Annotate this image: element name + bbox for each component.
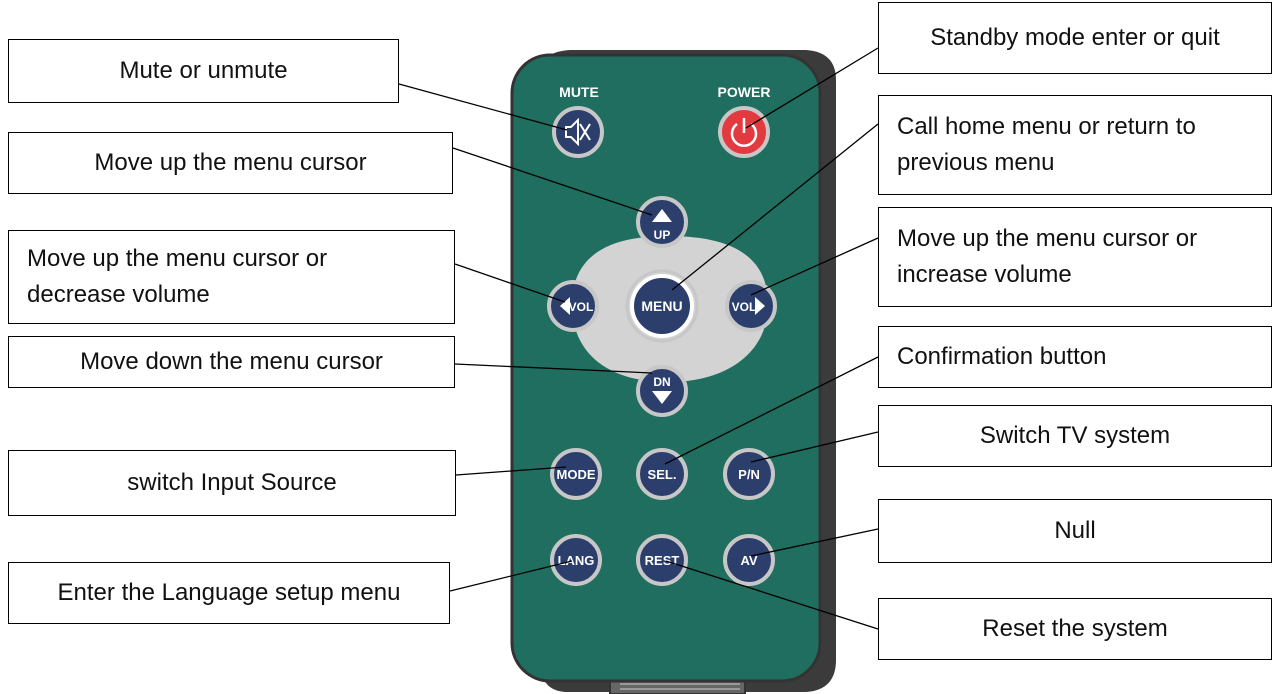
callout-tv-system-text: Switch TV system bbox=[979, 422, 1171, 449]
menu-button-label: MENU bbox=[641, 298, 682, 314]
vol-right-label: VOL bbox=[732, 300, 757, 314]
leader-reset bbox=[665, 560, 879, 630]
up-button-label: UP bbox=[654, 228, 671, 242]
callout-input-source-text: switch Input Source bbox=[127, 469, 337, 496]
mute-label: MUTE bbox=[559, 84, 599, 100]
callout-null: Null bbox=[878, 499, 1272, 563]
callout-vol-decrease: Move up the menu cursor or decrease volu… bbox=[8, 230, 455, 324]
leader-mute bbox=[398, 83, 568, 131]
menu-button[interactable]: MENU bbox=[625, 269, 699, 343]
callout-tv-system: Switch TV system bbox=[878, 405, 1272, 467]
callout-vol-increase-line1: Move up the menu cursor or bbox=[897, 225, 1198, 252]
arrow-left-icon bbox=[560, 297, 570, 315]
callout-language-text: Enter the Language setup menu bbox=[57, 579, 401, 606]
callout-reset: Reset the system bbox=[878, 598, 1272, 660]
callout-vol-increase-line2: increase volume bbox=[897, 261, 1072, 288]
callout-move-down-text: Move down the menu cursor bbox=[80, 348, 383, 375]
speaker-mute-icon bbox=[565, 117, 591, 147]
callout-null-text: Null bbox=[1054, 517, 1096, 544]
sel-button-label: SEL. bbox=[648, 467, 677, 482]
callout-move-up: Move up the menu cursor bbox=[8, 132, 453, 194]
callout-vol-decrease-line2: decrease volume bbox=[27, 281, 210, 308]
leader-null bbox=[750, 528, 879, 557]
rest-button[interactable]: REST bbox=[636, 534, 688, 586]
leader-vol-decrease bbox=[454, 263, 566, 303]
pn-button-label: P/N bbox=[738, 467, 760, 482]
vol-left-label: VOL bbox=[569, 300, 594, 314]
av-button-label: AV bbox=[740, 553, 757, 568]
leader-vol-increase bbox=[750, 237, 879, 296]
av-button[interactable]: AV bbox=[723, 534, 775, 586]
callout-move-up-text: Move up the menu cursor bbox=[94, 149, 367, 176]
leader-move-down bbox=[454, 363, 653, 374]
pn-button[interactable]: P/N bbox=[723, 448, 775, 500]
power-label: POWER bbox=[718, 84, 771, 100]
callout-standby-text: Standby mode enter or quit bbox=[930, 24, 1220, 51]
callout-mute: Mute or unmute bbox=[8, 39, 399, 103]
arrow-down-icon bbox=[652, 391, 672, 404]
leader-language bbox=[449, 560, 573, 592]
sel-button[interactable]: SEL. bbox=[636, 448, 688, 500]
callout-standby: Standby mode enter or quit bbox=[878, 2, 1272, 74]
dn-button[interactable]: DN bbox=[636, 365, 688, 417]
leader-move-up bbox=[452, 147, 653, 216]
leader-tv-system bbox=[750, 431, 879, 463]
mode-button-label: MODE bbox=[557, 467, 596, 482]
callout-vol-decrease-line1: Move up the menu cursor or bbox=[27, 245, 328, 272]
power-button[interactable] bbox=[718, 106, 770, 158]
callout-home-menu-line1: Call home menu or return to bbox=[897, 113, 1196, 140]
callout-confirm: Confirmation button bbox=[878, 326, 1272, 388]
arrow-up-icon bbox=[652, 209, 672, 222]
power-icon bbox=[730, 118, 758, 147]
vol-left-button[interactable]: VOL bbox=[547, 280, 599, 332]
callout-move-down: Move down the menu cursor bbox=[8, 336, 455, 388]
mode-button[interactable]: MODE bbox=[550, 448, 602, 500]
rest-button-label: REST bbox=[645, 553, 680, 568]
callout-confirm-text: Confirmation button bbox=[897, 343, 1107, 370]
leader-standby bbox=[745, 47, 879, 129]
callout-language: Enter the Language setup menu bbox=[8, 562, 450, 624]
vol-right-button[interactable]: VOL bbox=[725, 280, 777, 332]
leader-input-source bbox=[455, 466, 567, 476]
callout-home-menu-line2: previous menu bbox=[897, 149, 1055, 176]
callout-home-menu: Call home menu or return to previous men… bbox=[878, 95, 1272, 195]
leader-home-menu bbox=[671, 123, 879, 291]
up-button[interactable]: UP bbox=[636, 196, 688, 248]
leader-lines bbox=[398, 47, 879, 630]
callout-reset-text: Reset the system bbox=[982, 615, 1168, 642]
dn-button-label: DN bbox=[653, 375, 670, 389]
lang-button[interactable]: LANG bbox=[550, 534, 602, 586]
mute-button[interactable] bbox=[552, 106, 604, 158]
callout-input-source: switch Input Source bbox=[8, 450, 456, 516]
callout-vol-increase: Move up the menu cursor or increase volu… bbox=[878, 207, 1272, 307]
lang-button-label: LANG bbox=[558, 553, 595, 568]
leader-confirm bbox=[664, 356, 879, 465]
callout-mute-text: Mute or unmute bbox=[119, 57, 288, 84]
arrow-right-icon bbox=[755, 297, 765, 315]
